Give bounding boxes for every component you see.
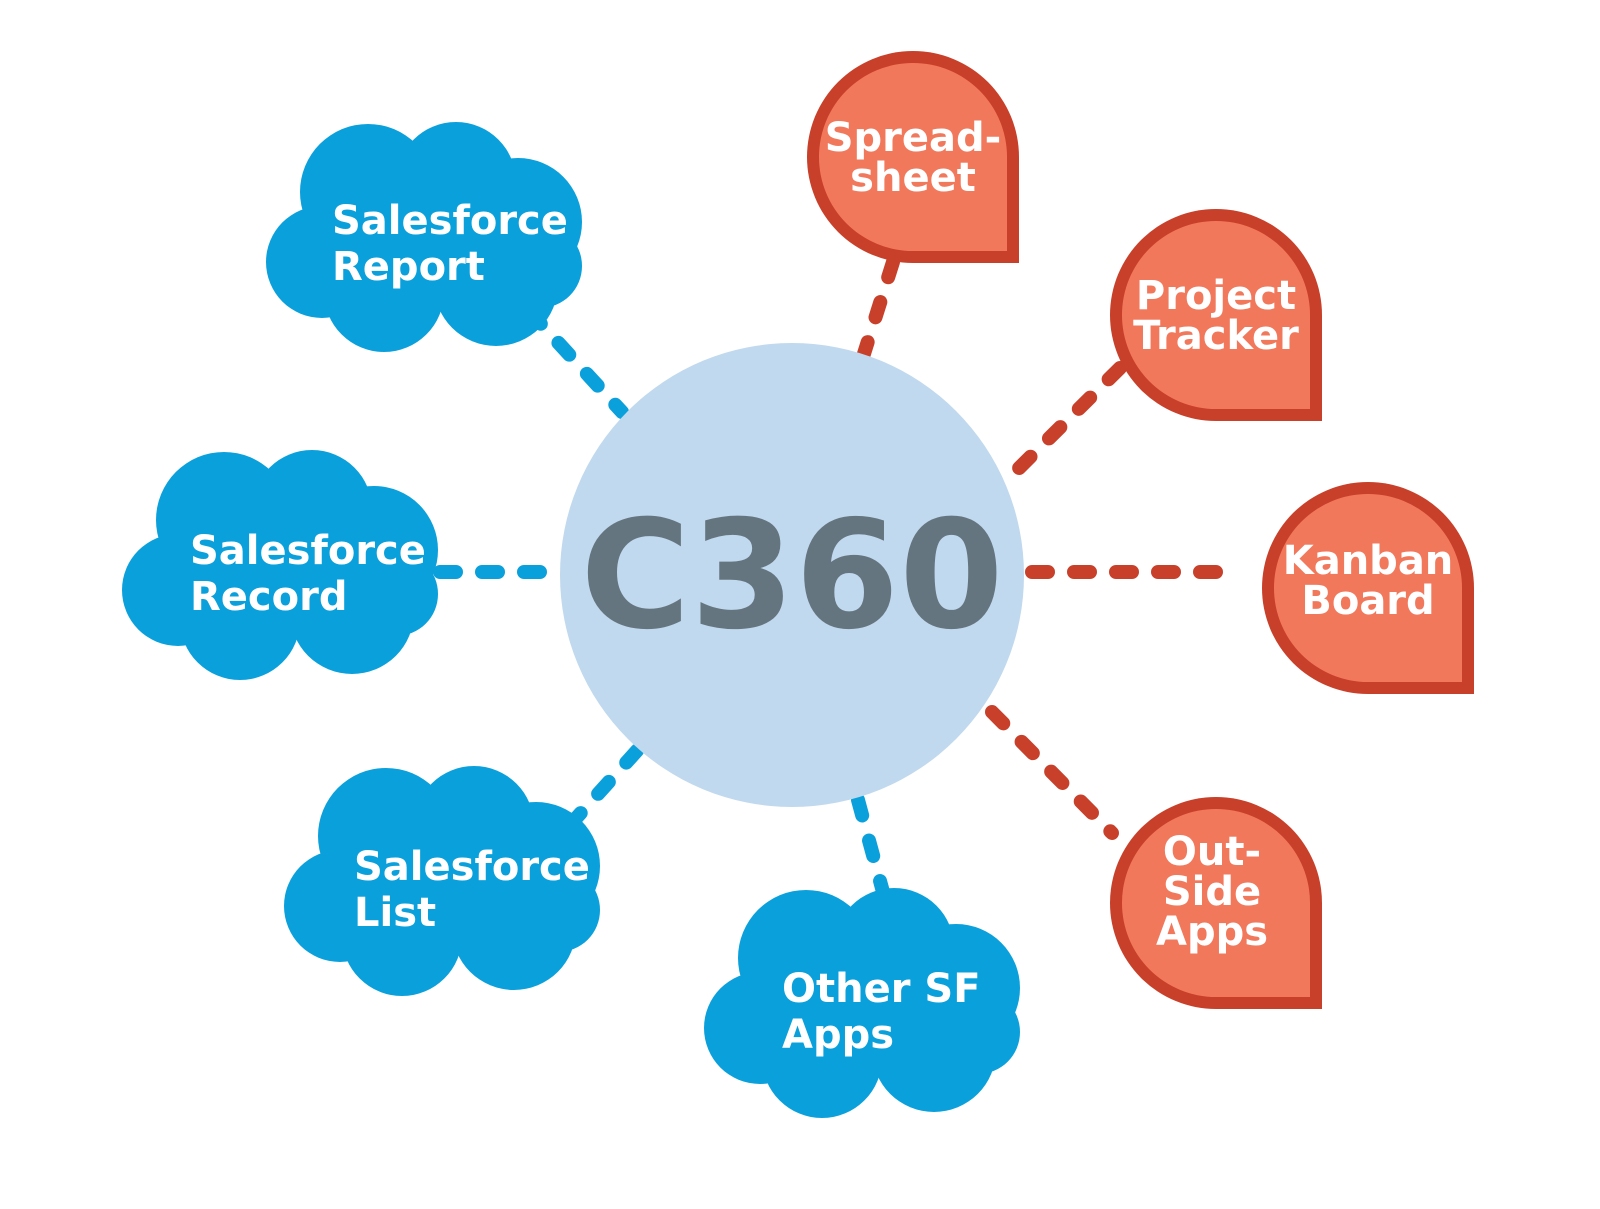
location-tag-inner [1274, 493, 1462, 682]
node-label-line: Apps [782, 1012, 894, 1058]
center-hub: C360 [560, 343, 1024, 807]
external-nodes: Spread- sheet Project Tracker Kanban Boa… [807, 51, 1474, 1009]
node-label-line: Record [190, 574, 347, 620]
salesforce-node-list: Salesforce List [284, 766, 600, 996]
node-label-line: Side [1163, 869, 1261, 915]
connector-project-tracker [998, 361, 1127, 489]
node-label-line: Report [332, 244, 485, 290]
connector-salesforce-list [563, 737, 650, 832]
connector-outside-apps [985, 705, 1119, 840]
node-label-line: Tracker [1133, 313, 1299, 359]
external-node-kanban-board: Kanban Board [1262, 482, 1474, 694]
salesforce-node-record: Salesforce Record [122, 450, 438, 680]
node-label-line: Salesforce [354, 844, 590, 890]
node-label-line: Other SF [782, 966, 981, 1012]
node-label-line: Project [1136, 273, 1296, 319]
connector-spreadsheet [855, 255, 900, 367]
salesforce-node-other-sf-apps: Other SF Apps [704, 888, 1020, 1118]
node-label-line: Board [1301, 578, 1434, 624]
node-label-line: Kanban [1283, 538, 1454, 584]
connector-lines [433, 255, 1247, 932]
node-label-line: sheet [850, 155, 976, 201]
external-node-project-tracker: Project Tracker [1110, 209, 1322, 421]
external-node-spreadsheet: Spread- sheet [807, 51, 1019, 263]
salesforce-node-report: Salesforce Report [266, 122, 582, 352]
location-tag-inner [1122, 808, 1310, 997]
node-label-line: List [354, 890, 436, 936]
node-label-line: Out- [1163, 829, 1261, 875]
center-label: C360 [580, 489, 1003, 663]
location-tag-inner [1122, 220, 1310, 409]
node-label-line: Salesforce [332, 198, 568, 244]
node-label-line: Spread- [825, 115, 1002, 161]
external-node-outside-apps: Out- Side Apps [1110, 797, 1322, 1009]
center-circle [560, 343, 1024, 807]
connector-other-sf-apps [851, 793, 899, 932]
node-label-line: Salesforce [190, 528, 426, 574]
salesforce-nodes: Salesforce Report Salesforce Record Sale… [122, 122, 1020, 1118]
location-tag-inner [819, 62, 1007, 251]
connector-salesforce-report [523, 305, 629, 419]
node-label-line: Apps [1156, 909, 1268, 955]
